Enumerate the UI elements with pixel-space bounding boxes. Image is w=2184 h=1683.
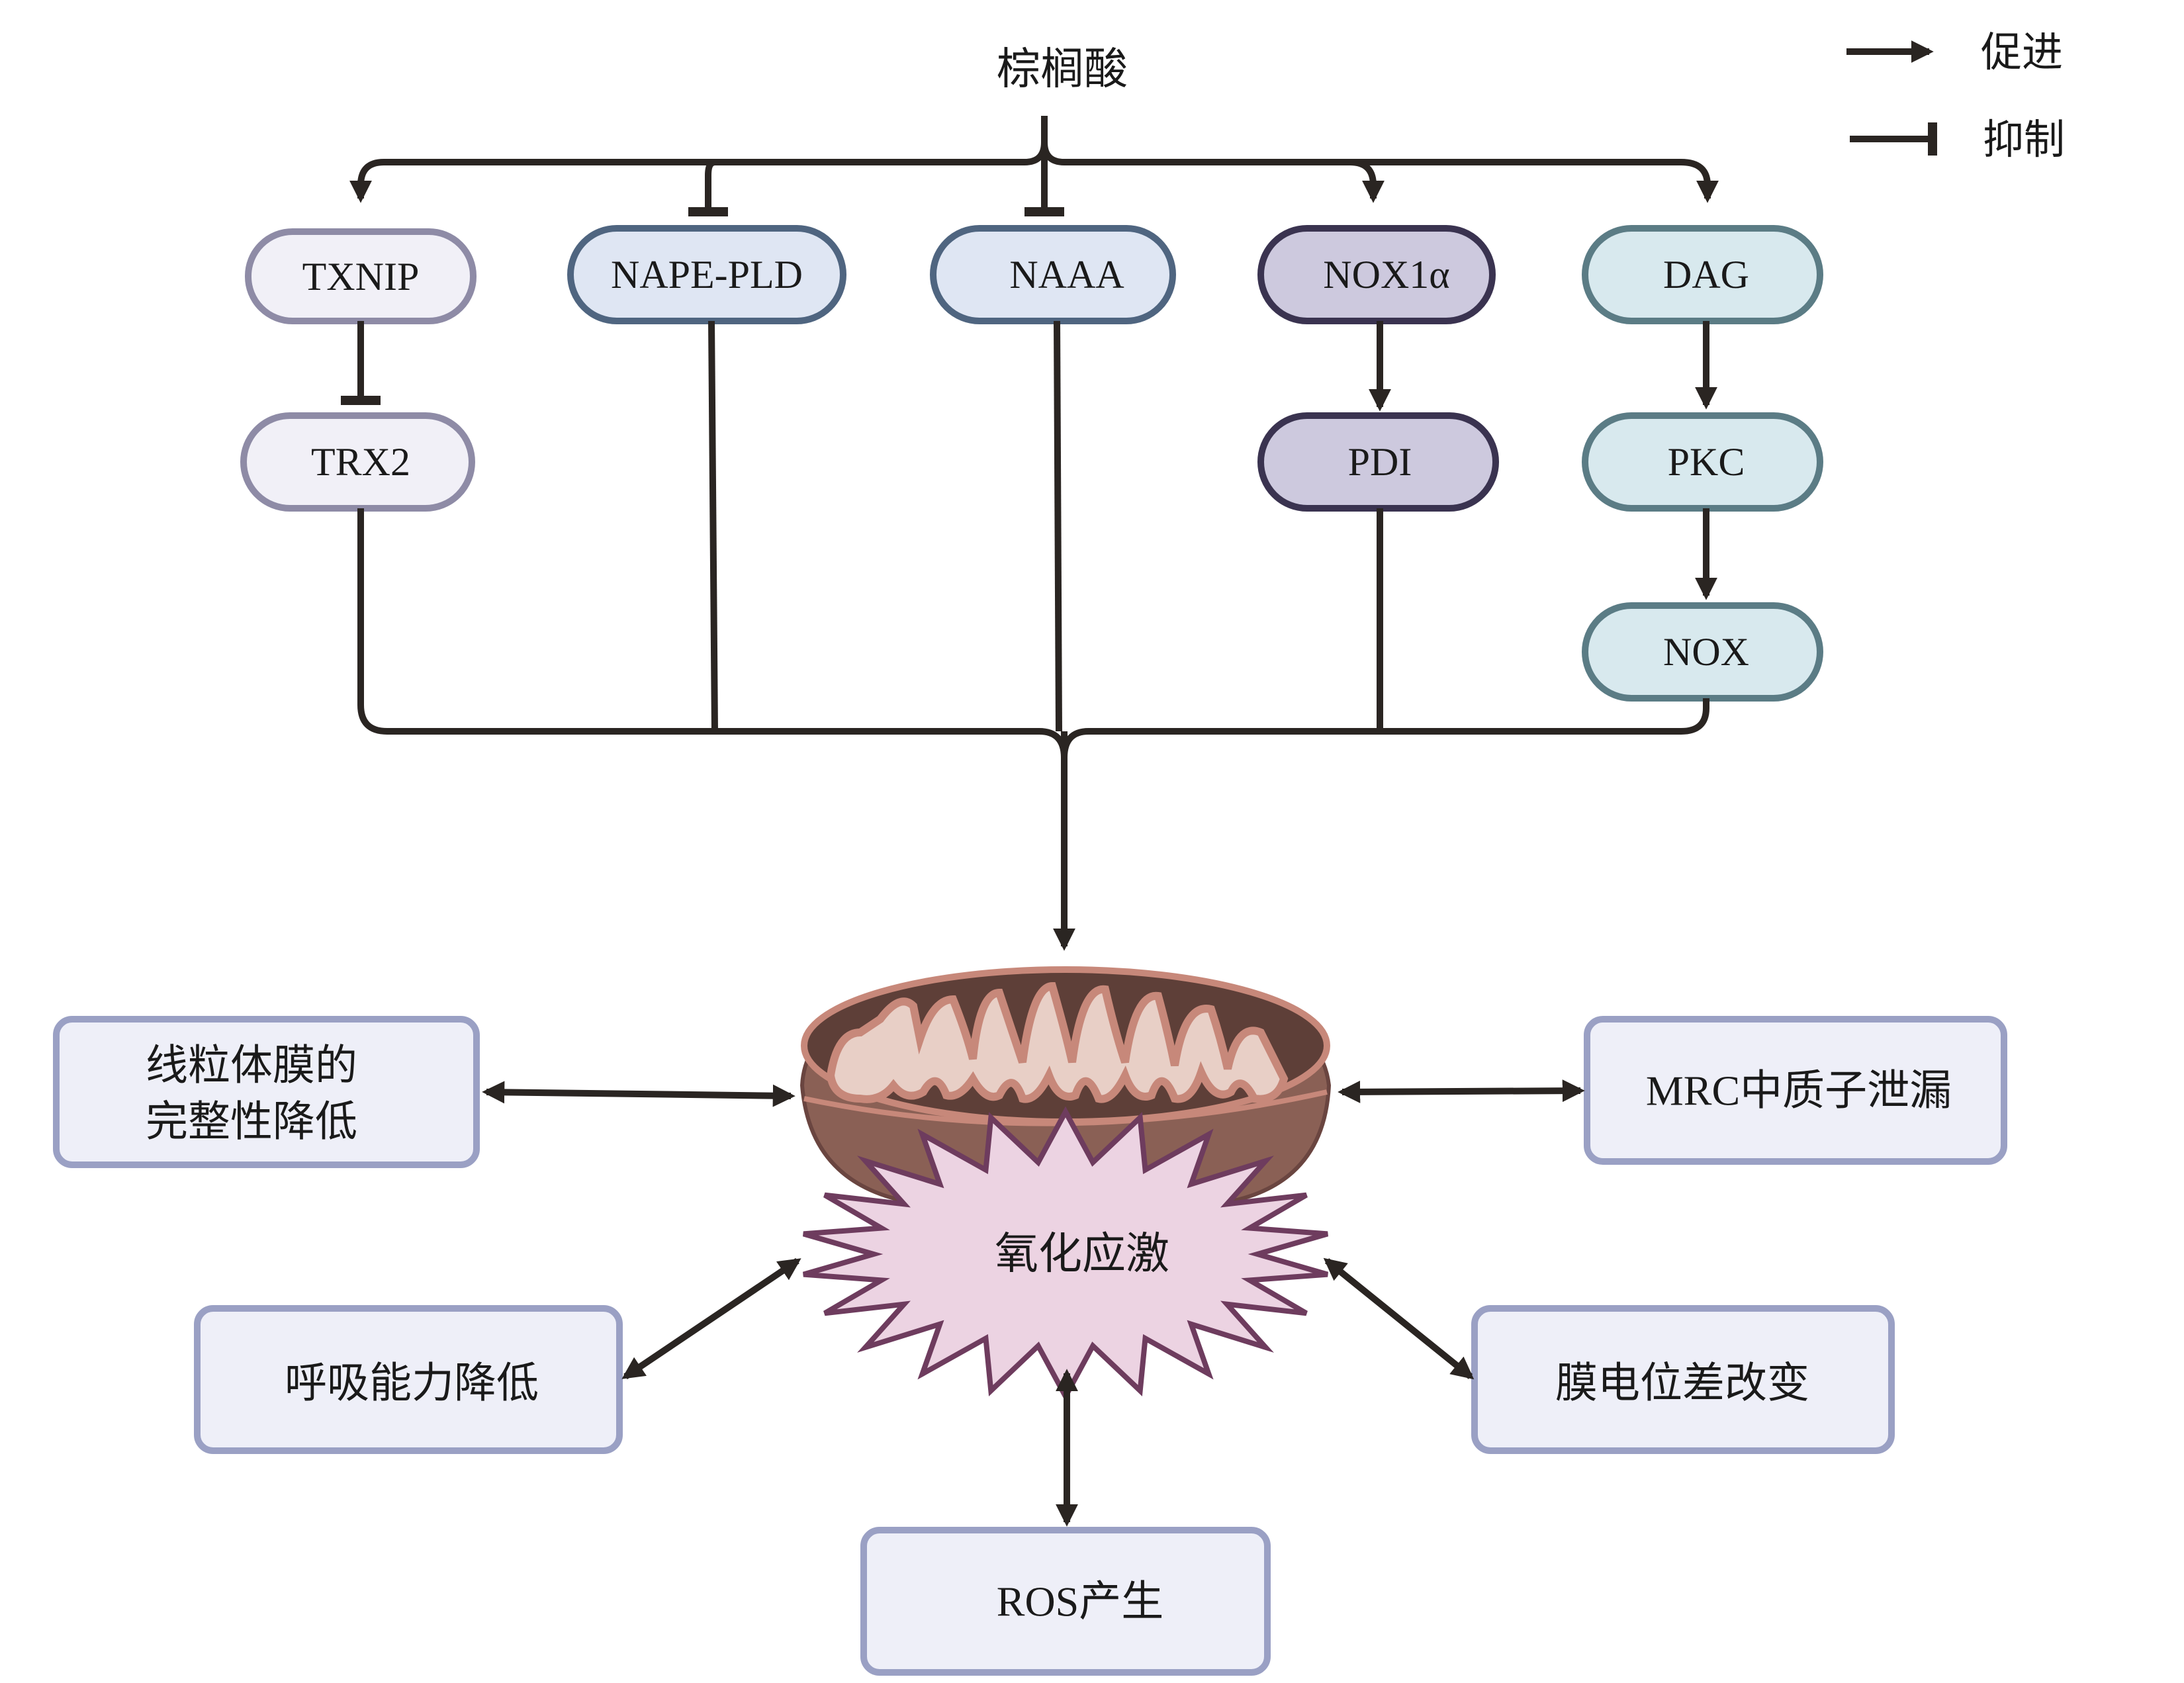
effect-membrane-potential-label: 膜电位差改变: [1555, 1360, 1809, 1407]
node-pkc-label: PKC: [1668, 440, 1745, 484]
node-dag: [1582, 225, 1823, 324]
node-nox-label: NOX: [1663, 630, 1749, 674]
effect-membrane-integrity-line2: 完整性降低: [146, 1099, 357, 1146]
double-arrow-membrane-integrity: [482, 1081, 796, 1107]
double-arrow-proton-leak: [1338, 1079, 1585, 1103]
effect-respiration: 呼吸能力降低: [194, 1305, 623, 1454]
effect-proton-leak: MRC中质子泄漏: [1584, 1016, 2007, 1165]
node-txnip-label: TXNIP: [302, 255, 420, 298]
node-trx2-label: TRX2: [311, 440, 410, 484]
pathway-naaa: NAAA: [930, 225, 1176, 324]
pathway-nox1a: NOX1α PDI: [1257, 225, 1499, 512]
effect-ros: ROS产生: [860, 1527, 1271, 1676]
double-arrow-respiration: [621, 1257, 801, 1380]
effect-proton-leak-label: MRC中质子泄漏: [1646, 1068, 1952, 1114]
pathway-txnip: TXNIP TRX2: [240, 228, 477, 512]
node-naaa-label: NAAA: [1009, 253, 1124, 296]
legend: 促进 抑制: [1846, 30, 2065, 163]
effect-membrane-potential: 膜电位差改变: [1471, 1305, 1895, 1454]
convergence-lines: [357, 320, 1709, 951]
node-nox: [1582, 602, 1823, 702]
effect-respiration-label: 呼吸能力降低: [285, 1360, 539, 1407]
pathway-dag: DAG PKC NOX: [1582, 225, 1823, 702]
source-label: 棕榈酸: [997, 46, 1128, 94]
node-naaa: [930, 225, 1176, 324]
legend-inhibit-label: 抑制: [1983, 118, 2065, 163]
node-pdi-label: PDI: [1348, 440, 1412, 484]
node-nape-pld-label: NAPE-PLD: [611, 253, 803, 296]
node-pkc: [1582, 412, 1823, 512]
pathway-nape-pld: NAPE-PLD: [567, 225, 846, 324]
legend-promote-label: 促进: [1981, 30, 2063, 75]
oxidative-stress-label: 氧化应激: [995, 1230, 1169, 1279]
node-dag-label: DAG: [1663, 253, 1749, 296]
effect-ros-label: ROS产生: [997, 1578, 1164, 1625]
double-arrow-membrane-potential: [1323, 1257, 1475, 1380]
node-nox1a-label: NOX1α: [1323, 253, 1449, 296]
effect-membrane-integrity: 线粒体膜的 完整性降低: [53, 1016, 480, 1168]
source-branches: [349, 116, 1719, 216]
oxidative-stress-burst: 氧化应激: [802, 1106, 1329, 1402]
node-nape-pld: [567, 225, 846, 324]
effect-membrane-integrity-line1: 线粒体膜的: [146, 1042, 357, 1089]
